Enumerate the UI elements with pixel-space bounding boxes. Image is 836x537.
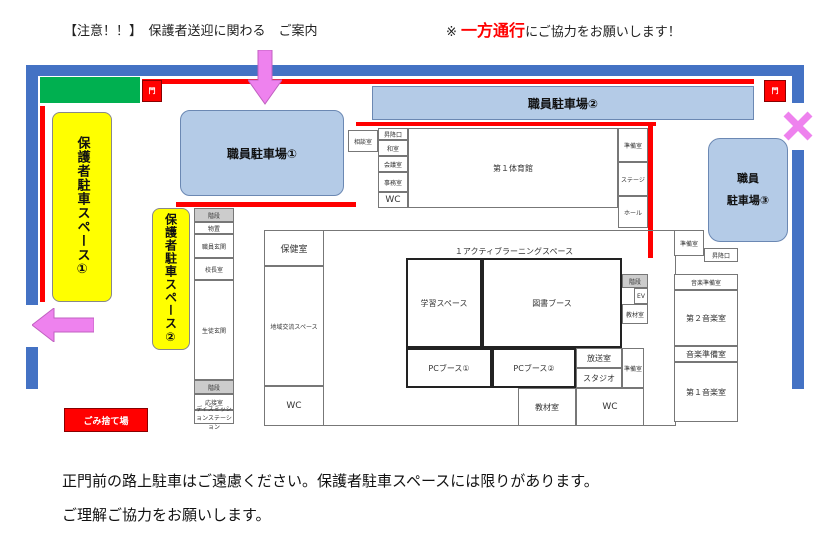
storage: 物置 — [194, 222, 234, 234]
pc-booth-2: PCブース② — [492, 348, 576, 388]
study-space: 学習スペース — [406, 258, 482, 348]
left-red-line — [40, 106, 45, 302]
nurse-room: 保健室 — [264, 230, 324, 266]
music-room-1: 第１音楽室 — [674, 362, 738, 422]
stage: ステージ — [618, 162, 648, 196]
right-road — [792, 150, 804, 389]
music-room-2: 第２音楽室 — [674, 290, 738, 346]
wc-2: WC — [264, 386, 324, 426]
staff-lot-1: 職員駐車場① — [180, 110, 344, 196]
top-red-line — [142, 79, 754, 84]
guardian-space-1: 保護者駐車スペース① — [52, 112, 112, 302]
wc-1: WC — [378, 192, 408, 208]
small-room: 準備室 — [622, 348, 644, 388]
music-prep-2: 音楽準備室 — [674, 346, 738, 362]
staff-lot-2: 職員駐車場② — [372, 86, 754, 120]
room-office: 事務室 — [378, 172, 408, 192]
materials-room-2: 教材室 — [622, 304, 648, 324]
footer-line-1: 正門前の路上駐車はご遠慮ください。保護者駐車スペースには限りがあります。 — [62, 472, 599, 490]
school-map: 門 門 ごみ捨て場 職員駐車場② 職員駐車場① 職員 駐車場③ 保護者駐車スペー… — [26, 50, 816, 440]
stairs-3: 階段 — [622, 274, 648, 288]
room-japanese: 和室 — [378, 140, 408, 156]
stairs-2: 階段 — [194, 380, 234, 394]
east-red-line — [648, 122, 653, 258]
one-way-rest: にご協力をお願いします！ — [525, 25, 681, 40]
right-entrance: 昇降口 — [704, 248, 738, 262]
reception: 応接室 — [194, 394, 234, 410]
left-road — [26, 65, 38, 305]
one-way-highlight: 一方通行 — [461, 21, 526, 40]
notice-title: 【注意！！】 保護者送迎に関わる ご案内 — [64, 24, 318, 39]
broadcast-room: 放送室 — [576, 348, 622, 368]
prep-small: 準備室 — [674, 230, 704, 256]
lot1-red-line — [176, 202, 356, 207]
hall: ホール — [618, 196, 648, 228]
staff-entrance: 職員玄関 — [194, 234, 234, 258]
note-mark: ※ — [446, 25, 457, 40]
gym-1: 第１体育館 — [408, 128, 618, 208]
left-road-lower — [26, 347, 38, 389]
music-prep-1: 音楽準備室 — [674, 274, 738, 290]
materials-room: 教材室 — [518, 388, 576, 426]
no-entry-x-icon — [783, 111, 813, 141]
one-way-notice: ※ 一方通行にご協力をお願いします！ — [446, 17, 681, 41]
wc-3: WC — [576, 388, 644, 426]
studio: スタジオ — [576, 368, 622, 388]
active-learning: １アクティブラーニングスペース — [454, 246, 574, 256]
local-space: 地域交流スペース — [264, 266, 324, 386]
lot2-red-line — [356, 122, 656, 126]
student-entrance: 生徒玄関 — [194, 280, 234, 380]
right-road-top — [792, 65, 804, 103]
room-meeting: 会議室 — [378, 156, 408, 172]
trash-area: ごみ捨て場 — [64, 408, 148, 432]
gate-right: 門 — [764, 80, 786, 102]
gate-left: 門 — [142, 80, 162, 102]
exit-arrow-icon — [32, 308, 94, 342]
green-area — [40, 77, 140, 103]
pc-booth-1: PCブース① — [406, 348, 492, 388]
top-road — [26, 65, 804, 76]
principal-room: 校長室 — [194, 258, 234, 280]
elevator: EV — [634, 288, 648, 304]
room-consult: 相談室 — [348, 130, 378, 152]
stairs-1: 階段 — [194, 208, 234, 222]
entry-arrow-icon — [248, 50, 282, 105]
staff-lot-3: 職員 駐車場③ — [708, 138, 788, 242]
room-prep: 準備室 — [618, 128, 648, 162]
footer-line-2: ご理解ご協力をお願いします。 — [62, 506, 271, 524]
library-booth: 図書ブース — [482, 258, 622, 348]
room-entrance: 昇降口 — [378, 128, 408, 140]
dismiss-station: ディスミッションステーション — [194, 406, 234, 431]
guardian-space-2: 保護者駐車スペース② — [152, 208, 190, 350]
